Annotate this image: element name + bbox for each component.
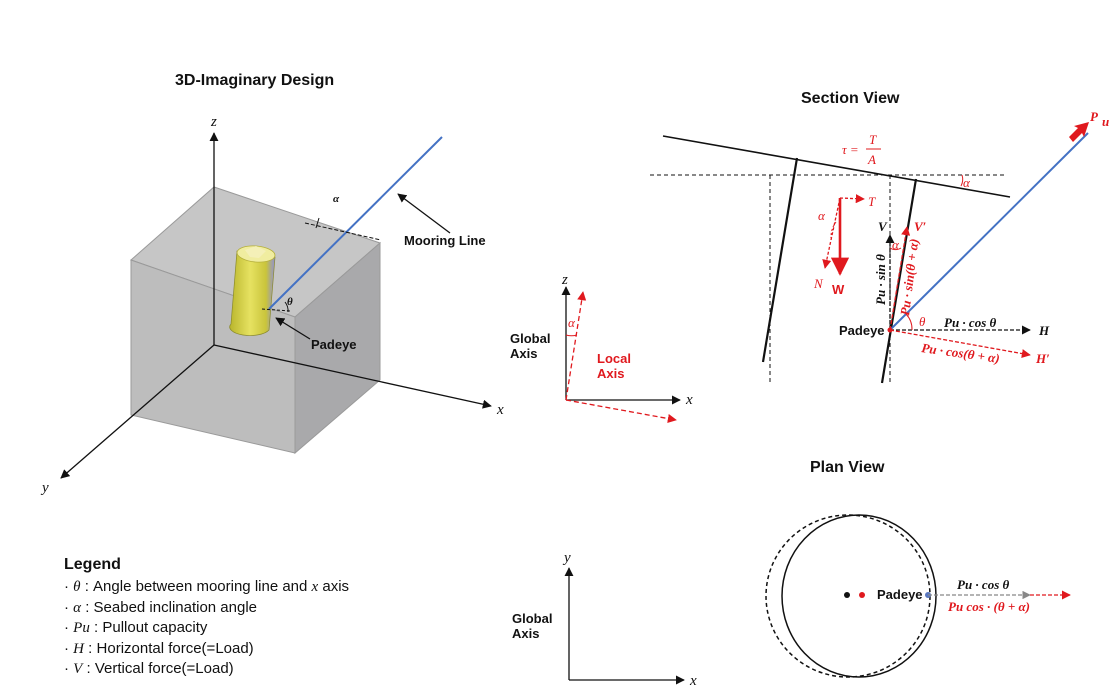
padeye-point-section xyxy=(887,327,893,333)
legend: Legend · θ : Angle between mooring line … xyxy=(64,556,484,680)
T-label: T xyxy=(868,194,876,209)
global-axis-label-1: Global xyxy=(510,331,550,346)
seabed-surface-line xyxy=(662,135,1011,198)
pullout-force-arrow xyxy=(1069,122,1089,142)
tau-lhs: τ = xyxy=(842,142,859,157)
weight-alpha-arc xyxy=(830,221,837,239)
Pu-label: P xyxy=(1090,109,1099,124)
section-theta-arc xyxy=(905,313,913,331)
alpha-tick-3d xyxy=(315,217,320,229)
section-alpha2-label: α xyxy=(892,237,900,252)
plan-center-black-dot xyxy=(844,592,850,598)
H-prime-label: H′ xyxy=(1035,351,1050,366)
global-x-label: x xyxy=(685,392,693,408)
z-axis-label: z xyxy=(210,114,217,130)
plan-global-axis-label-2: Axis xyxy=(512,626,539,641)
local-z-axis xyxy=(565,291,587,401)
legend-symbol: θ xyxy=(73,579,81,595)
legend-items: · θ : Angle between mooring line and x a… xyxy=(64,577,484,680)
theta-arc-3d xyxy=(284,301,289,313)
plan-circle-solid xyxy=(781,514,937,678)
tau-numerator: T xyxy=(869,132,877,147)
section-view-title: Section View xyxy=(801,90,900,107)
vertical-component-Vprime-arrow xyxy=(889,226,911,331)
pu-sin-theta-label: Pu · sin θ xyxy=(873,254,888,305)
padeye-label-section: Padeye xyxy=(839,323,885,338)
y-axis-label: y xyxy=(40,480,49,496)
x-axis-label: x xyxy=(496,402,504,418)
W-label: W xyxy=(832,282,845,297)
legend-item: · α : Seabed inclination angle xyxy=(64,598,258,616)
padeye-label-3d: Padeye xyxy=(311,337,357,352)
section-theta-label: θ xyxy=(919,314,926,329)
legend-title: Legend xyxy=(64,556,121,573)
plan-global-axis-label-1: Global xyxy=(512,611,552,626)
legend-symbol: V xyxy=(73,661,83,677)
tangential-T-arrow xyxy=(839,194,865,204)
weight-alpha-label: α xyxy=(818,208,826,223)
plan-padeye-label: Padeye xyxy=(877,587,923,602)
local-alpha-arc xyxy=(565,334,578,337)
legend-text: : Horizontal force(=Load) xyxy=(84,639,254,657)
global-axis-label-2: Axis xyxy=(510,346,537,361)
normal-N-arrow xyxy=(822,197,841,269)
mooring-line-section xyxy=(889,132,1089,331)
local-x-axis xyxy=(565,399,677,424)
legend-text: : Angle between mooring line and xyxy=(80,578,312,595)
local-axis-label-2: Axis xyxy=(597,366,624,381)
alpha-label-3d: α xyxy=(333,193,340,205)
mooring-line-3d xyxy=(268,136,443,310)
legend-symbol: α xyxy=(73,599,82,616)
pu-sin-theta-alpha-label: Pu · sin(θ + α) xyxy=(897,238,921,317)
pu-cos-theta-alpha-label: Pu · cos(θ + α) xyxy=(921,340,1001,366)
x-axis-3d xyxy=(213,344,492,409)
legend-symbol: H xyxy=(73,640,85,657)
N-label: N xyxy=(813,276,824,291)
legend-tail-symbol: x xyxy=(311,579,319,595)
plan-pu-cos-theta-alpha-label: Pu cos · (θ + α) xyxy=(948,599,1030,614)
plan-view-title: Plan View xyxy=(810,459,885,476)
legend-item: · H : Horizontal force(=Load) xyxy=(64,639,254,657)
anchor-wall-right xyxy=(880,178,918,384)
Pu-subscript: u xyxy=(1102,114,1109,129)
V-label: V xyxy=(878,219,888,234)
anchor-wall-left xyxy=(761,157,799,363)
legend-tail-text: axis xyxy=(318,578,350,595)
global-z-label: z xyxy=(561,272,568,288)
V-prime-label: V′ xyxy=(914,219,927,234)
seabed-alpha-label: α xyxy=(963,175,971,190)
local-axis-label-1: Local xyxy=(597,351,631,366)
plan-global-y-label: y xyxy=(562,550,571,566)
section-alpha-arc xyxy=(889,247,902,251)
suction-anchor-cylinder xyxy=(229,245,276,336)
legend-text: : Vertical force(=Load) xyxy=(82,660,234,677)
tau-denominator: A xyxy=(867,152,876,167)
plan-pu-cos-label: Pu · cos θ xyxy=(957,577,1010,592)
padeye-pointer-3d xyxy=(275,317,311,340)
mooring-line-label: Mooring Line xyxy=(404,233,486,248)
pu-cos-theta-label: Pu · cos θ xyxy=(944,315,997,330)
seabed-alpha-arc xyxy=(960,174,964,187)
box-side-face xyxy=(294,241,381,455)
legend-symbol: Pu xyxy=(73,620,90,636)
theta-label-3d: θ xyxy=(287,296,293,308)
mooring-line-pointer xyxy=(397,193,451,234)
plan-global-x-label: x xyxy=(689,673,697,689)
y-axis-3d xyxy=(60,344,215,479)
alpha-reference-line xyxy=(304,222,382,241)
local-alpha-label: α xyxy=(568,315,576,330)
plan-center-red-dot xyxy=(859,592,865,598)
H-label: H xyxy=(1038,323,1050,338)
legend-item: · V : Vertical force(=Load) xyxy=(64,660,234,677)
legend-item: · θ : Angle between mooring line and x a… xyxy=(64,578,350,595)
legend-text: : Seabed inclination angle xyxy=(81,598,258,616)
legend-item: · Pu : Pullout capacity xyxy=(64,619,208,636)
legend-text: : Pullout capacity xyxy=(89,619,208,636)
imaginary-design-title: 3D-Imaginary Design xyxy=(175,72,334,89)
